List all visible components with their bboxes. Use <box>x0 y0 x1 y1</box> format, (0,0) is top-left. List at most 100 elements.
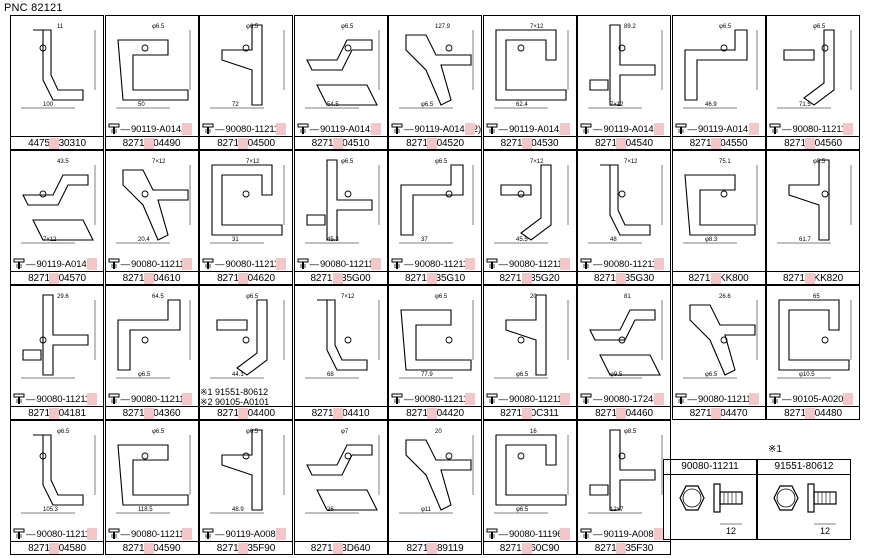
fastener-row: —90119-A0087 <box>200 527 292 541</box>
fastener-row: —90080-11211 <box>578 257 670 271</box>
legend-code[interactable]: 90080-11211 <box>664 460 756 475</box>
dimension-label: 48.9 <box>232 507 244 513</box>
highlight-mark <box>238 408 248 419</box>
mounting-hole <box>720 190 727 198</box>
highlight-mark <box>843 123 853 135</box>
highlight-mark <box>276 528 286 540</box>
dimension-label: φ6.5 <box>435 294 448 300</box>
highlight-mark <box>710 138 721 149</box>
dimension-label: 7×12 <box>530 24 544 30</box>
fastener-row: —90119-A0141 <box>673 122 765 136</box>
bolt-icon <box>580 123 592 134</box>
highlight-mark <box>49 273 59 284</box>
fastener-code: 90080-11211 <box>509 258 563 270</box>
dimension-label: 16 <box>530 429 537 435</box>
part-diagram: φ6.544.1 <box>210 294 285 379</box>
highlight-mark <box>181 528 192 540</box>
bracket-outline <box>116 299 181 371</box>
cell-divider <box>294 406 387 407</box>
mounting-hole <box>720 336 727 344</box>
fastener-row: —90119-A0087 <box>578 527 670 541</box>
highlight-mark <box>654 258 664 270</box>
mounting-hole <box>141 44 148 52</box>
bracket-outline <box>405 439 472 511</box>
fastener-code: 90119-A0142 <box>320 123 376 135</box>
dimension-label: 62.4 <box>516 102 528 108</box>
part-diagram: φ6.5 45.3 <box>304 159 379 244</box>
part-cell: φ6.537—90080-1121182715-35G10 <box>388 150 482 285</box>
highlight-mark <box>616 408 626 419</box>
fastener-row: —90119-A0142 <box>106 122 198 136</box>
cell-divider <box>578 136 670 137</box>
dimension-label: 7×12 <box>341 294 355 300</box>
highlight-mark <box>332 408 343 419</box>
dimension-label: φ7 <box>341 429 349 435</box>
fastener-list: ※1 91551-80612※2 90105-A0101 <box>200 387 292 407</box>
highlight-mark <box>427 408 437 419</box>
dimension-label: 26 <box>327 507 334 513</box>
part-diagram: φ6.571.5 <box>777 24 852 109</box>
dimension-label: φ6.5 <box>341 159 354 165</box>
fastener-code: 90080-11211 <box>131 258 185 270</box>
highlight-mark <box>616 273 626 284</box>
dimension-label: φ6.5 <box>246 429 259 435</box>
part-cell: 75.1φ8.382715-KK800 <box>671 150 766 285</box>
fastener-code: 90080-11211 <box>414 258 469 270</box>
part-diagram: φ6.572 <box>210 24 285 109</box>
fastener-row: —90119-A0142 <box>578 122 670 136</box>
bracket-outline <box>305 159 373 241</box>
dimension-label: 54.5 <box>327 102 339 108</box>
dimension-label: 37 <box>421 237 428 243</box>
highlight-mark <box>49 408 59 419</box>
mounting-hole <box>618 190 626 198</box>
cell-divider <box>389 406 481 407</box>
dimension-label: 31 <box>232 237 239 243</box>
cell-divider <box>200 136 292 137</box>
dimension-label: φ6.5 <box>705 372 718 378</box>
cell-divider <box>389 541 481 542</box>
dimension-label: φ8.3 <box>705 237 718 243</box>
fastener-row: —90119-A0142 <box>11 257 103 271</box>
part-cell: 7×126882715-04410 <box>293 285 388 420</box>
legend-code[interactable]: 91551-80612 <box>758 460 850 475</box>
highlight-mark <box>465 123 475 135</box>
part-cell: 1110044753-30310 <box>10 15 104 150</box>
cell-divider <box>389 271 481 272</box>
highlight-mark <box>87 258 97 270</box>
dimension-label: 26.6 <box>719 294 731 300</box>
cell-divider <box>105 271 198 272</box>
bracket-outline <box>589 429 656 511</box>
cell-divider <box>11 406 103 407</box>
mounting-hole <box>39 190 47 198</box>
mounting-hole <box>445 190 453 198</box>
highlight-mark <box>332 273 343 284</box>
dimension-label: 127.9 <box>435 24 451 30</box>
mounting-hole <box>720 44 727 52</box>
highlight-mark <box>87 528 97 540</box>
fastener-code: 90080-11211 <box>320 258 374 270</box>
bolt-icon <box>108 393 119 404</box>
dimension-label: 45.3 <box>327 237 339 243</box>
part-diagram: φ6.537 <box>399 159 474 244</box>
bolt-icon <box>108 528 119 539</box>
mounting-hole <box>517 44 524 52</box>
dimension-label: 71.5 <box>799 102 811 108</box>
dimension-label: φ10.5 <box>799 372 815 378</box>
mounting-hole <box>618 452 626 460</box>
highlight-mark <box>465 258 475 270</box>
mounting-hole <box>242 190 250 198</box>
part-diagram: φ6.5 48.9 <box>210 429 285 514</box>
cell-divider <box>11 271 103 272</box>
part-diagram: φ8.512×7 <box>588 429 663 514</box>
bracket-outline <box>121 169 189 241</box>
bracket-outline <box>22 174 94 241</box>
highlight-mark <box>805 273 815 284</box>
mounting-hole <box>242 44 250 52</box>
highlight-mark <box>143 273 154 284</box>
dimension-label: 7×12 <box>43 237 57 243</box>
